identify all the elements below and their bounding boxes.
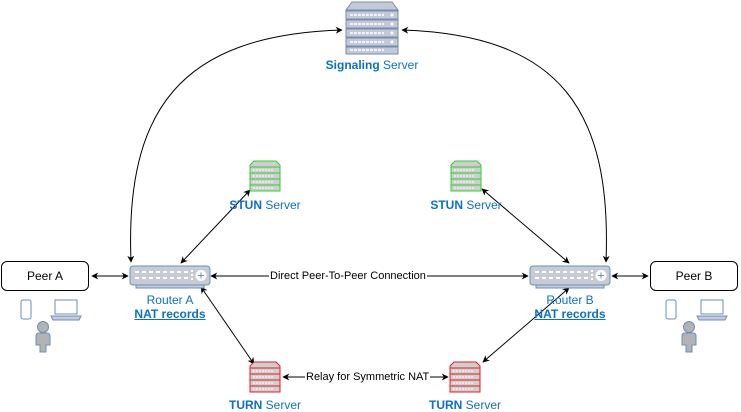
edge-signaling-router-b	[401, 26, 610, 263]
user-b-icon	[681, 321, 697, 353]
router-a-icon[interactable]	[129, 265, 211, 289]
router-b-icon[interactable]	[529, 265, 611, 289]
laptop-a-icon	[50, 299, 82, 321]
edge-stun-a-router-a	[180, 189, 251, 264]
turn-b-label-rest: Server	[462, 398, 501, 412]
stun-a-label: STUN Server	[220, 198, 310, 212]
edge-stun-b-router-b	[481, 188, 570, 264]
turn-server-b-icon[interactable]	[449, 361, 481, 393]
laptop-b-icon	[696, 299, 728, 321]
direct-connection-label: Direct Peer-To-Peer Connection	[269, 270, 427, 283]
router-a-label: Router A NAT records	[120, 293, 220, 321]
stun-b-label: STUN Server	[421, 198, 511, 212]
router-b-label: Router B NAT records	[520, 293, 620, 321]
edge-router-b-turn-b	[482, 287, 570, 363]
user-a-icon	[35, 321, 51, 353]
signaling-label-rest: Server	[379, 58, 419, 72]
stun-a-label-bold: STUN	[229, 198, 262, 212]
router-b-nat-records-link[interactable]: NAT records	[534, 307, 606, 321]
peer-b-label: Peer B	[675, 269, 713, 283]
router-a-name: Router A	[146, 293, 194, 307]
stun-b-label-rest: Server	[462, 198, 502, 212]
stun-a-label-rest: Server	[261, 198, 301, 212]
signaling-server-label: Signaling Server	[322, 58, 422, 72]
turn-a-label-rest: Server	[262, 398, 301, 412]
stun-server-b-icon[interactable]	[450, 160, 482, 192]
peer-a-label: Peer A	[26, 269, 64, 283]
stun-b-label-bold: STUN	[430, 198, 463, 212]
phone-b-icon	[665, 299, 677, 320]
peer-a-box[interactable]: Peer A	[1, 261, 89, 291]
router-a-nat-records-link[interactable]: NAT records	[134, 307, 206, 321]
router-b-name: Router B	[546, 293, 594, 307]
edge-signaling-router-a	[127, 26, 343, 263]
signaling-label-bold: Signaling	[325, 58, 380, 72]
turn-server-a-icon[interactable]	[249, 361, 281, 393]
turn-a-label-bold: TURN	[228, 398, 263, 412]
turn-b-label-bold: TURN	[428, 398, 463, 412]
turn-b-label: TURN Server	[420, 398, 510, 412]
relay-label: Relay for Symmetric NAT	[305, 371, 431, 384]
stun-server-a-icon[interactable]	[249, 160, 281, 192]
phone-a-icon	[20, 299, 32, 320]
peer-b-box[interactable]: Peer B	[650, 261, 738, 291]
edge-router-a-turn-a	[200, 286, 255, 365]
turn-a-label: TURN Server	[220, 398, 310, 412]
signaling-server-icon[interactable]	[345, 1, 399, 55]
